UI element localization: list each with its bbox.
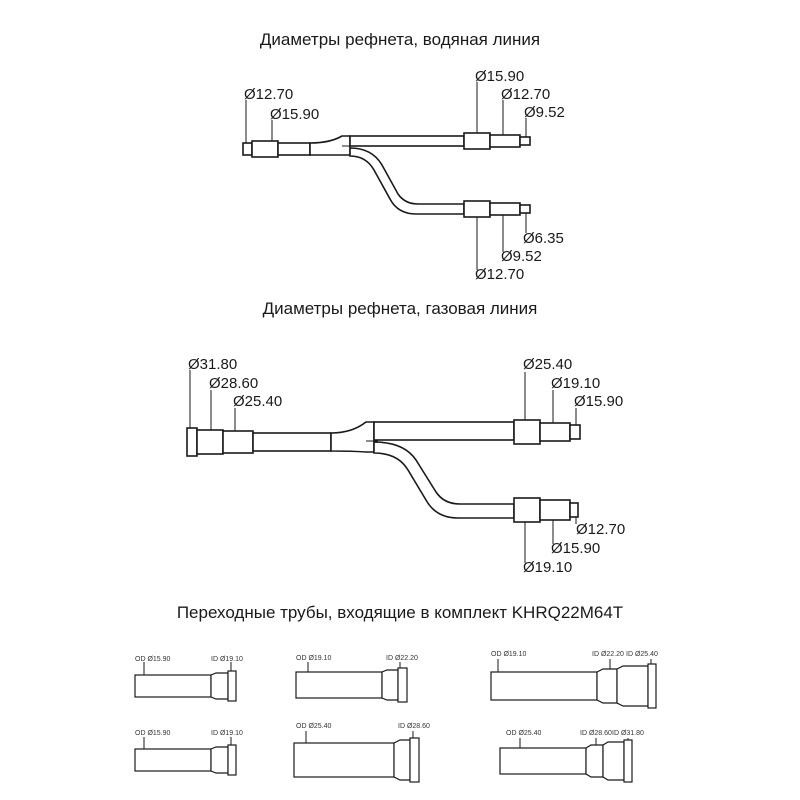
gas-label-inlet-31-80: Ø31.80 [188, 356, 237, 373]
liquid-label-bottom-6-35: Ø6.35 [523, 230, 564, 247]
gas-label-top-19-10: Ø19.10 [551, 375, 600, 392]
gas-label-top-25-40: Ø25.40 [523, 356, 572, 373]
gas-lower-end [569, 502, 579, 518]
adapter-3-od: OD Ø19.10 [491, 651, 527, 658]
liquid-refnet-drawing [242, 82, 531, 270]
gas-line-title: Диаметры рефнета, газовая линия [262, 299, 538, 318]
adapter-1-id: ID Ø19.10 [211, 656, 243, 663]
adapter-2-id: ID Ø22.20 [386, 655, 418, 662]
liquid-label-inlet-12-70: Ø12.70 [244, 86, 293, 103]
adapter-3-id-1: ID Ø22.20 [592, 651, 624, 658]
gas-lower-branch [373, 441, 515, 519]
gas-label-inlet-28-60: Ø28.60 [209, 375, 258, 392]
gas-label-bottom-15-90: Ø15.90 [551, 540, 600, 557]
adapter-3-id-2: ID Ø25.40 [626, 651, 658, 658]
liquid-label-top-9-52: Ø9.52 [524, 104, 565, 121]
gas-upper-socket [513, 419, 541, 445]
adapter-5-od: OD Ø25.40 [296, 723, 332, 730]
gas-lower-socket [513, 497, 541, 523]
adapter-pipe-6: OD Ø25.40 ID Ø28.60 ID Ø31.80 [499, 730, 644, 783]
liquid-lower-socket [463, 200, 491, 218]
liquid-label-top-12-70: Ø12.70 [501, 86, 550, 103]
adapter-2-od: OD Ø19.10 [296, 655, 332, 662]
gas-inlet-pipe [252, 432, 332, 452]
liquid-upper-reducer [489, 134, 521, 148]
liquid-lower-branch [349, 147, 465, 215]
liquid-label-bottom-12-70: Ø12.70 [475, 266, 524, 283]
gas-label-bottom-19-10: Ø19.10 [523, 559, 572, 576]
gas-inlet-socket-1 [196, 429, 224, 455]
adapter-4-id: ID Ø19.10 [211, 730, 243, 737]
adapters-title: Переходные трубы, входящие в комплект KH… [176, 603, 624, 622]
liquid-inlet-end [242, 142, 253, 156]
liquid-label-top-15-90: Ø15.90 [475, 68, 524, 85]
liquid-lower-reducer [489, 202, 521, 216]
gas-refnet-drawing [186, 370, 581, 563]
adapter-5-id: ID Ø28.60 [398, 723, 430, 730]
liquid-inlet-pipe [277, 142, 311, 156]
adapter-pipe-4: OD Ø15.90 ID Ø19.10 [134, 730, 243, 776]
adapter-1-od: OD Ø15.90 [135, 656, 171, 663]
liquid-upper-end [519, 136, 531, 146]
gas-upper-end [569, 424, 581, 440]
liquid-label-bottom-9-52: Ø9.52 [501, 248, 542, 265]
gas-lower-reducer [539, 499, 571, 521]
gas-upper-pipe [373, 421, 515, 441]
liquid-inlet-socket [251, 140, 279, 158]
gas-upper-reducer [539, 422, 571, 442]
gas-label-inlet-25-40: Ø25.40 [233, 393, 282, 410]
adapter-pipe-2: OD Ø19.10 ID Ø22.20 [295, 655, 418, 703]
gas-inlet-end [186, 427, 198, 457]
gas-label-top-15-90: Ø15.90 [574, 393, 623, 410]
adapter-pipe-3: OD Ø19.10 ID Ø22.20 ID Ø25.40 [490, 651, 658, 709]
adapter-pipe-1: OD Ø15.90 ID Ø19.10 [134, 656, 243, 702]
adapter-6-id-1: ID Ø28.60 [580, 730, 612, 737]
liquid-upper-pipe [349, 135, 465, 147]
adapter-6-od: OD Ø25.40 [506, 730, 542, 737]
gas-y-body [330, 421, 375, 453]
gas-inlet-socket-2 [222, 430, 254, 454]
liquid-lower-end [519, 204, 531, 214]
liquid-label-inlet-15-90: Ø15.90 [270, 106, 319, 123]
liquid-upper-socket [463, 132, 491, 150]
adapter-pipe-5: OD Ø25.40 ID Ø28.60 [293, 723, 430, 783]
adapter-4-od: OD Ø15.90 [135, 730, 171, 737]
liquid-line-title: Диаметры рефнета, водяная линия [259, 30, 541, 49]
adapter-6-id-2: ID Ø31.80 [612, 730, 644, 737]
gas-label-bottom-12-70: Ø12.70 [576, 521, 625, 538]
